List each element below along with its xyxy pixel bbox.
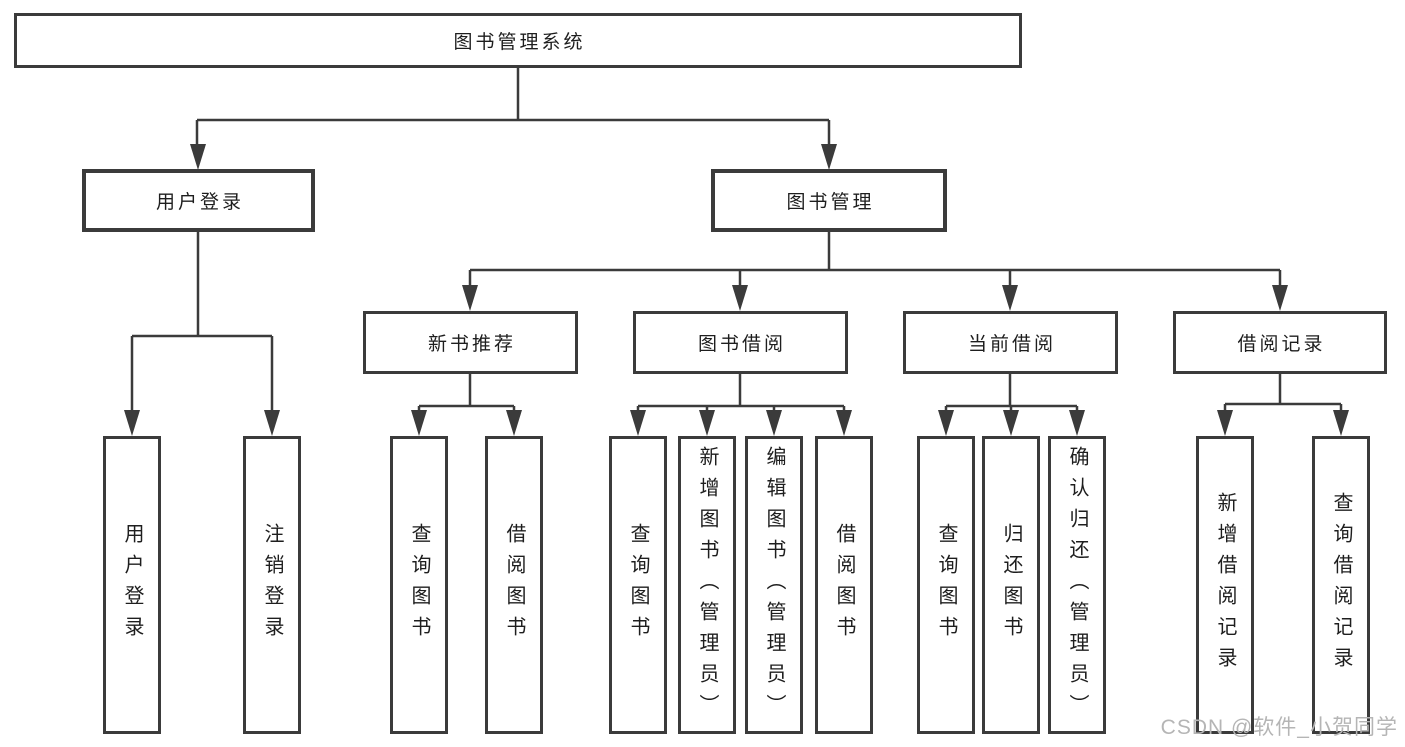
connector-user-login-to-leaves bbox=[130, 232, 274, 412]
leaf-add-book-admin-label: 新增图书（管理员） bbox=[696, 445, 718, 725]
leaf-return-book: 归还图书 bbox=[982, 436, 1040, 734]
connector-book-borrow-to-leaves bbox=[636, 374, 846, 413]
node-current-borrow: 当前借阅 bbox=[903, 311, 1118, 374]
node-user-login: 用户登录 bbox=[82, 169, 315, 232]
leaf-borrow-book-label: 借阅图书 bbox=[833, 523, 855, 647]
node-borrow-records: 借阅记录 bbox=[1173, 311, 1387, 374]
leaf-query-borrow-record-label: 查询借阅记录 bbox=[1330, 492, 1352, 678]
leaf-query-book-current: 查询图书 bbox=[917, 436, 975, 734]
node-new-book-recommend: 新书推荐 bbox=[363, 311, 578, 374]
leaf-confirm-return-admin: 确认归还（管理员） bbox=[1048, 436, 1106, 734]
leaf-query-book-borrow: 查询图书 bbox=[609, 436, 667, 734]
connector-current-borrow-to-leaves bbox=[944, 374, 1079, 413]
connector-book-mgmt-to-level3 bbox=[468, 232, 1282, 288]
leaf-query-borrow-record: 查询借阅记录 bbox=[1312, 436, 1370, 734]
leaf-add-borrow-record-label: 新增借阅记录 bbox=[1214, 492, 1236, 678]
leaf-query-book-recommend-label: 查询图书 bbox=[408, 523, 430, 647]
leaf-borrow-book-recommend: 借阅图书 bbox=[485, 436, 543, 734]
connector-borrow-records-to-leaves bbox=[1223, 374, 1343, 413]
node-book-borrow: 图书借阅 bbox=[633, 311, 848, 374]
leaf-borrow-book: 借阅图书 bbox=[815, 436, 873, 734]
leaf-query-book-current-label: 查询图书 bbox=[935, 523, 957, 647]
leaf-user-login-label: 用户登录 bbox=[121, 523, 143, 647]
connector-new-book-to-leaves bbox=[417, 374, 516, 413]
leaf-edit-book-admin: 编辑图书（管理员） bbox=[745, 436, 803, 734]
connector-root-to-level2 bbox=[195, 68, 831, 145]
arrowheads bbox=[124, 144, 1349, 436]
leaf-query-book-recommend: 查询图书 bbox=[390, 436, 448, 734]
leaf-add-borrow-record: 新增借阅记录 bbox=[1196, 436, 1254, 734]
leaf-add-book-admin: 新增图书（管理员） bbox=[678, 436, 736, 734]
leaf-borrow-book-recommend-label: 借阅图书 bbox=[503, 523, 525, 647]
leaf-confirm-return-admin-label: 确认归还（管理员） bbox=[1066, 445, 1088, 725]
leaf-logout-login-label: 注销登录 bbox=[261, 523, 283, 647]
watermark: CSDN @软件_小贺同学 bbox=[1160, 716, 1398, 739]
leaf-return-book-label: 归还图书 bbox=[1000, 523, 1022, 647]
leaf-query-book-borrow-label: 查询图书 bbox=[627, 523, 649, 647]
leaf-edit-book-admin-label: 编辑图书（管理员） bbox=[763, 445, 785, 725]
node-root: 图书管理系统 bbox=[14, 13, 1022, 68]
leaf-user-login: 用户登录 bbox=[103, 436, 161, 734]
node-book-management: 图书管理 bbox=[711, 169, 947, 232]
leaf-logout-login: 注销登录 bbox=[243, 436, 301, 734]
